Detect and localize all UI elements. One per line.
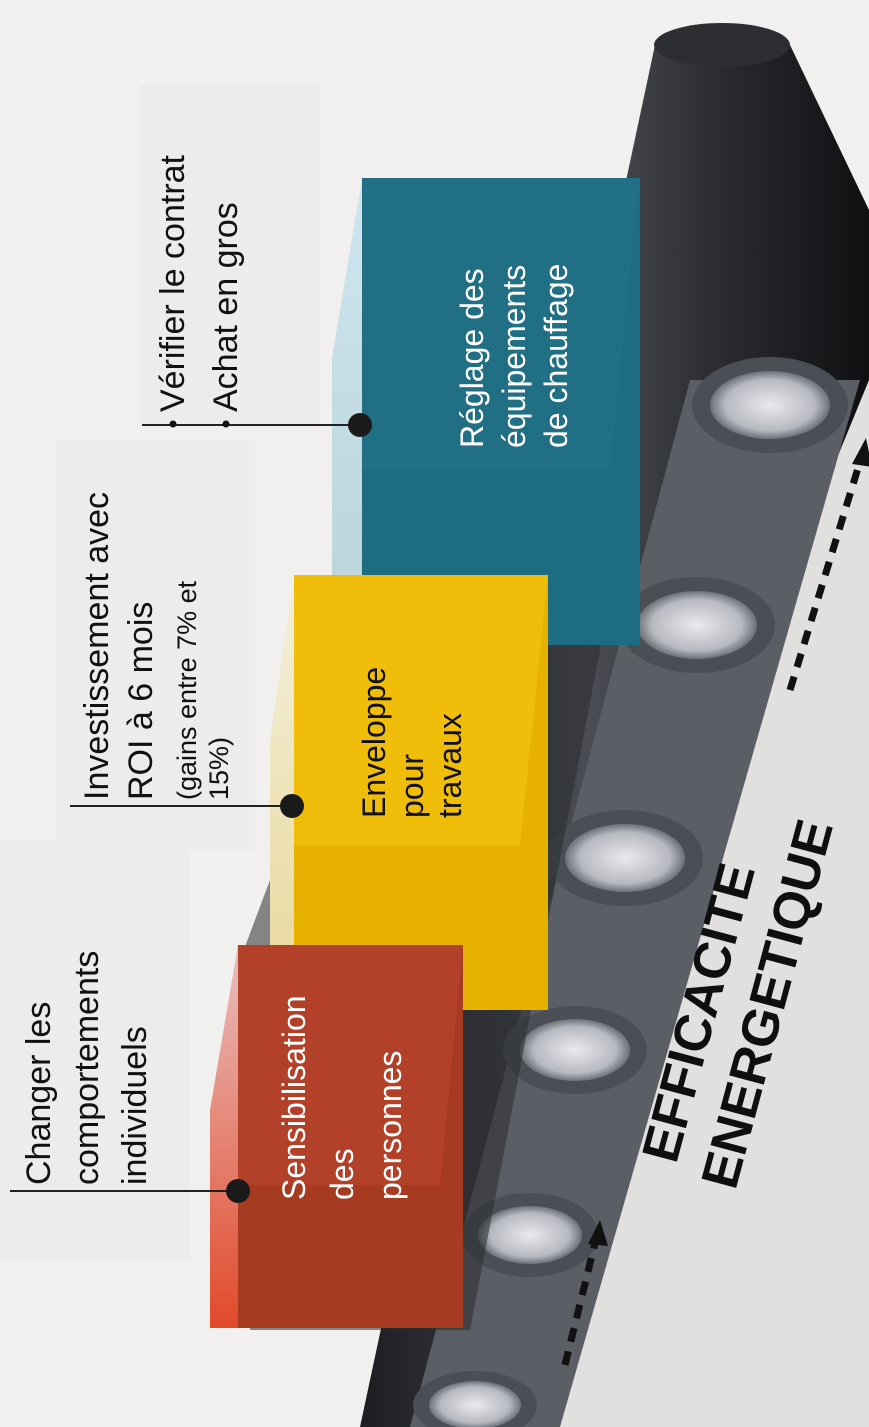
note-contrat-line: Achat en gros (207, 202, 245, 412)
pipe-ring (429, 1381, 521, 1427)
note-contrat: Vérifier le contrat Achat en gros (154, 154, 245, 428)
note-contrat-line: Vérifier le contrat (154, 154, 192, 412)
box-reglage-line: Réglage des (454, 268, 490, 448)
connector-investissement (70, 794, 304, 818)
note-investissement-sub-line: (gains entre 7% et (172, 580, 202, 800)
box-sensibilisation-side (210, 945, 238, 1328)
note-comportements-line: Changer les (20, 1002, 58, 1185)
bullet-icon (169, 420, 177, 428)
bullet-icon (222, 420, 230, 428)
box-enveloppe-top (294, 575, 548, 845)
pipe-ring (710, 371, 830, 439)
note-investissement-bg (55, 440, 255, 850)
note-investissement-sub-line: 15%) (204, 737, 234, 800)
box-enveloppe-label: Enveloppe pour travaux (356, 667, 468, 818)
main-pipe-end (654, 23, 790, 67)
box-enveloppe-line: pour (394, 754, 430, 818)
connector-contrat (142, 413, 372, 437)
box-sensibilisation-line: des (324, 1148, 360, 1200)
box-reglage-line: de chauffage (538, 264, 574, 448)
note-investissement: Investissement avec ROI à 6 mois (78, 492, 160, 800)
box-enveloppe (270, 575, 548, 1010)
pipe-ring (637, 591, 757, 659)
pipe-ring (520, 1019, 630, 1081)
note-comportements-line: individuels (116, 1026, 154, 1185)
note-contrat-bg (140, 85, 320, 425)
box-reglage-top (362, 178, 640, 470)
arrow-head-icon (588, 1220, 608, 1246)
box-enveloppe-line: travaux (432, 713, 468, 818)
dashed-arrow-line (786, 453, 866, 692)
box-reglage-line: équipements (496, 265, 532, 448)
note-investissement-line: Investissement avec (78, 492, 116, 800)
box-sensibilisation-top (238, 945, 463, 1185)
connector-dot (280, 794, 304, 818)
note-comportements-line: comportements (68, 951, 106, 1185)
box-enveloppe-side (270, 575, 294, 1010)
note-comportements: Changer les comportements individuels (20, 951, 154, 1185)
note-investissement-sub: (gains entre 7% et 15%) (172, 580, 234, 800)
box-sensibilisation-line: personnes (372, 1051, 408, 1200)
pipe-ring (565, 824, 685, 892)
note-investissement-line: ROI à 6 mois (122, 602, 160, 800)
arrow-head-icon (852, 438, 869, 467)
pipe-ring (478, 1206, 582, 1264)
dashed-arrow-right (786, 438, 869, 692)
dashed-arrow-left (561, 1220, 608, 1366)
connector-comportements (10, 1179, 250, 1203)
pipe-rings (413, 357, 848, 1427)
box-sensibilisation-label: Sensibilisation des personnes (276, 995, 408, 1200)
connector-dot (348, 413, 372, 437)
connector-dot (226, 1179, 250, 1203)
box-sensibilisation-line: Sensibilisation (276, 995, 312, 1200)
box-enveloppe-line: Enveloppe (356, 667, 392, 818)
box-reglage-label: Réglage des équipements de chauffage (454, 264, 574, 448)
box-sensibilisation (210, 945, 463, 1328)
box-reglage (332, 178, 640, 645)
box-reglage-side (332, 178, 362, 645)
